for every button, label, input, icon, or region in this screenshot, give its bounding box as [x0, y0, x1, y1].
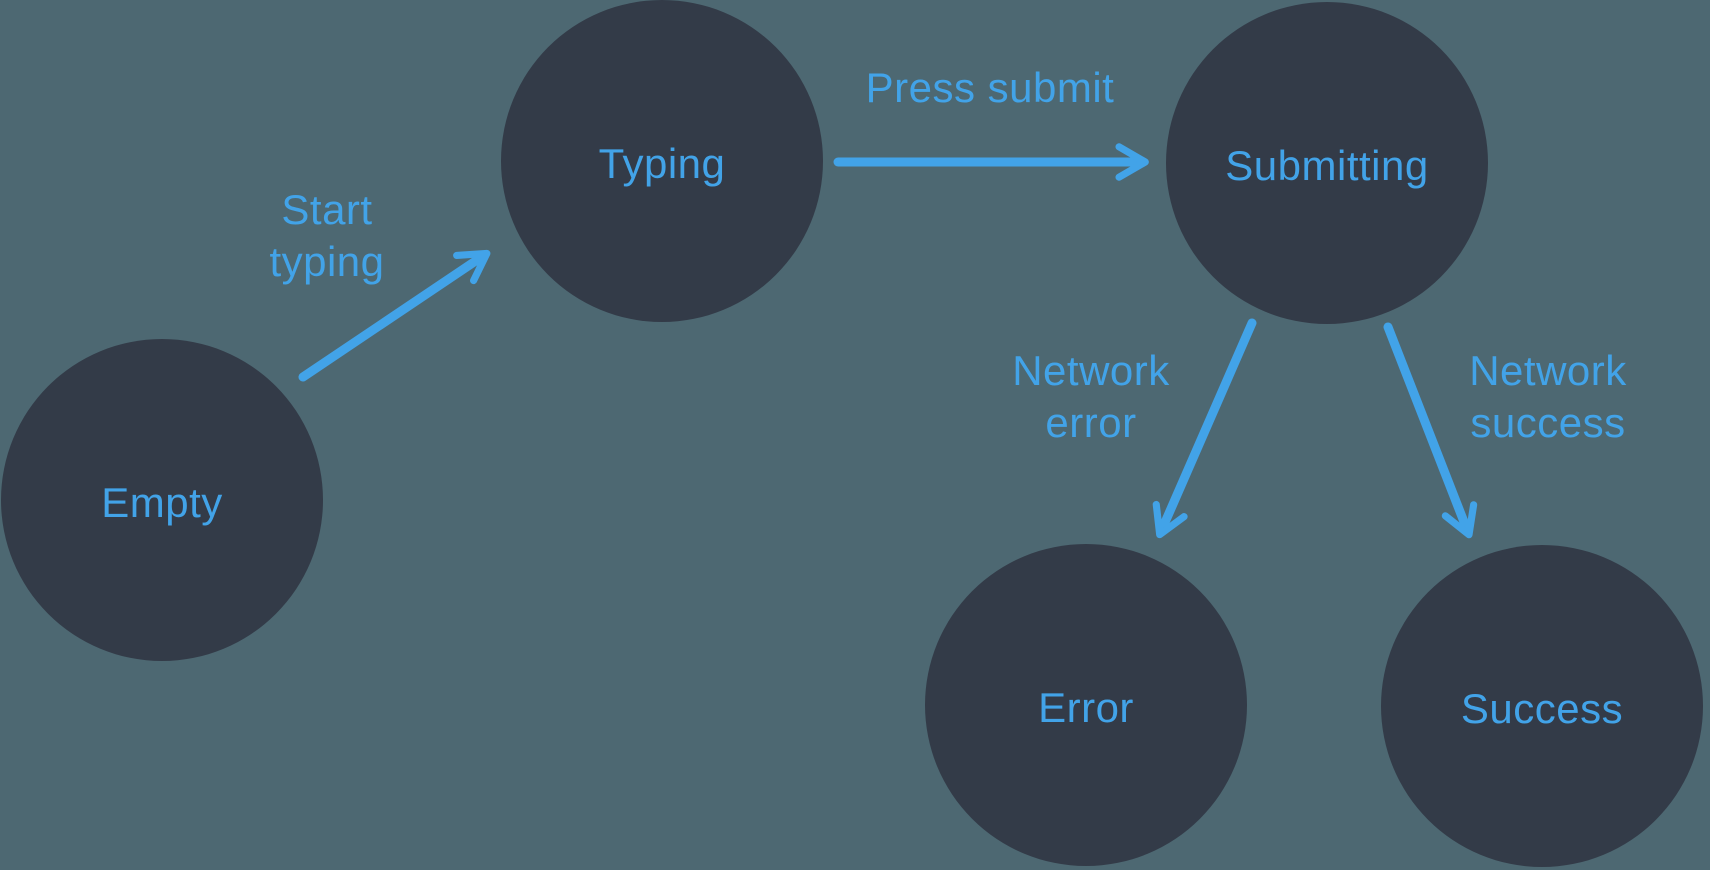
arrow-network-error — [1152, 318, 1257, 539]
state-label-submitting: Submitting — [1225, 142, 1429, 189]
transition-label-start-typing: Start typing — [269, 186, 385, 285]
state-node-empty: Empty — [1, 339, 323, 661]
state-node-error: Error — [925, 544, 1247, 866]
state-label-error: Error — [1038, 684, 1134, 731]
state-label-success: Success — [1460, 685, 1624, 732]
state-node-typing: Typing — [501, 0, 823, 322]
transition-label-network-error: Network error — [1012, 347, 1170, 446]
state-node-success: Success — [1381, 545, 1703, 867]
state-node-submitting: Submitting — [1166, 2, 1488, 324]
arrow-network-success — [1383, 322, 1478, 539]
arrow-start-typing — [298, 249, 491, 382]
state-label-empty: Empty — [101, 479, 223, 526]
transition-label-network-success: Network success — [1469, 347, 1627, 446]
state-label-typing: Typing — [598, 140, 726, 187]
transition-label-press-submit: Press submit — [865, 64, 1115, 111]
